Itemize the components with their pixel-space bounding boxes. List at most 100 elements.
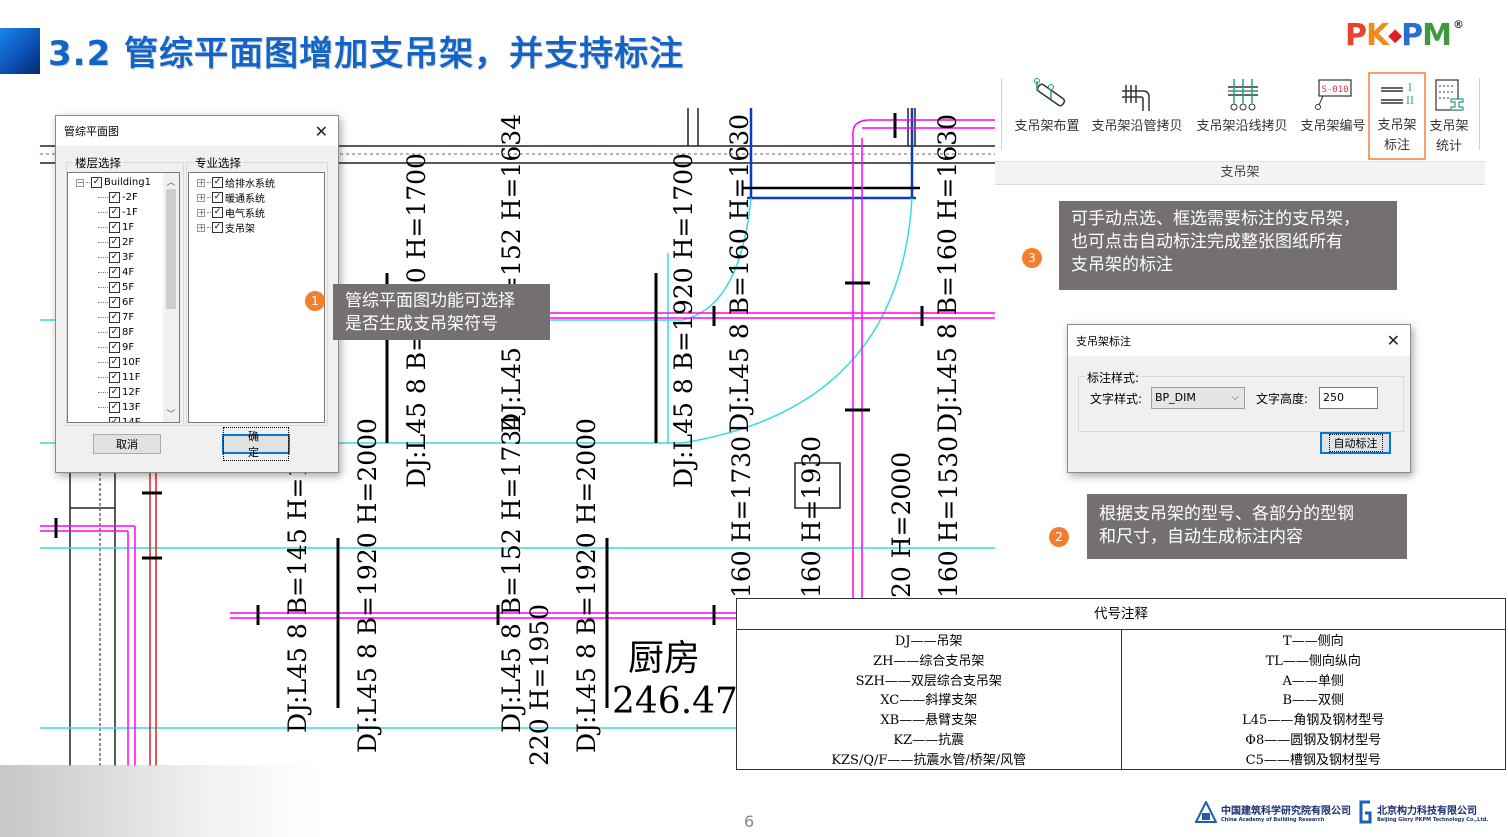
expand-icon[interactable]: + <box>197 207 205 217</box>
cad-annotation: 160 H=1530 <box>934 436 963 598</box>
callout-2: 根据支吊架的型号、各部分的型钢 和尺寸，自动生成标注内容 <box>1087 494 1407 559</box>
discipline-label: 给排水系统 <box>225 179 275 190</box>
tree-node-discipline[interactable]: +✓支吊架 <box>197 220 324 235</box>
ribbon-button-hanger-statistics[interactable]: 支吊架统计 <box>1425 75 1473 157</box>
floor-checkbox[interactable]: ✓ <box>109 417 120 422</box>
discipline-group-label: 专业选择 <box>193 155 243 171</box>
legend-entry: KZS/Q/F——抗震水管/桥架/风管 <box>831 752 1027 768</box>
tree-node-floor[interactable]: ✓3F <box>98 250 179 265</box>
floor-checkbox[interactable]: ✓ <box>109 207 120 218</box>
floor-checkbox[interactable]: ✓ <box>109 192 120 203</box>
callout-3: 可手动点选、框选需要标注的支吊架， 也可点击自动标注完成整张图纸所有 支吊架的标… <box>1059 201 1397 290</box>
floor-checkbox[interactable]: ✓ <box>109 222 120 233</box>
floor-checkbox[interactable]: ✓ <box>109 327 120 338</box>
ribbon-button-hanger-annotation[interactable]: I II 支吊架标注 <box>1368 72 1426 160</box>
close-icon[interactable]: ✕ <box>314 121 328 141</box>
floor-groupbox: 楼层选择 <box>66 155 184 426</box>
ribbon-button-hanger-number[interactable]: S-010 支吊架编号 <box>1297 75 1369 157</box>
floor-tree-scrollbar[interactable]: ︿ ﹀ <box>163 173 179 422</box>
floor-checkbox[interactable]: ✓ <box>109 387 120 398</box>
floor-checkbox[interactable]: ✓ <box>109 312 120 323</box>
plan-dialog-titlebar: 管综平面图 ✕ <box>56 116 338 146</box>
ribbon-button-copy-along-pipe[interactable]: 支吊架沿管拷贝 <box>1087 75 1187 157</box>
floor-checkbox[interactable]: ✓ <box>109 402 120 413</box>
discipline-checkbox[interactable]: ✓ <box>212 192 223 203</box>
annotation-style-groupbox: 标注样式: <box>1078 369 1404 432</box>
legend-entry: XC——斜撑支架 <box>880 693 978 709</box>
floor-checkbox[interactable]: ✓ <box>109 372 120 383</box>
building-checkbox[interactable]: ✓ <box>91 177 102 188</box>
tree-node-floor[interactable]: ✓14F <box>98 415 179 422</box>
tree-node-discipline[interactable]: + ✓给排水系统 <box>197 175 324 190</box>
copy-along-line-icon <box>1228 79 1258 111</box>
cad-annotation: DJ:L45 8 B=160 H=1630 <box>725 114 754 433</box>
plan-dialog-title: 管综平面图 <box>64 125 119 138</box>
floor-label: 5F <box>122 282 135 293</box>
legend-entry: Φ8——圆钢及钢材型号 <box>1245 732 1382 748</box>
tree-node-floor[interactable]: ✓7F <box>98 310 179 325</box>
floor-checkbox[interactable]: ✓ <box>109 297 120 308</box>
tree-node-floor[interactable]: ✓2F <box>98 235 179 250</box>
tree-node-floor[interactable]: ✓8F <box>98 325 179 340</box>
annotation-dialog-title: 支吊架标注 <box>1076 334 1131 348</box>
tree-node-floor[interactable]: ✓1F <box>98 220 179 235</box>
floor-checkbox[interactable]: ✓ <box>109 282 120 293</box>
scroll-up-icon[interactable]: ︿ <box>166 178 176 188</box>
room-area: 246.47 <box>612 681 738 722</box>
expand-icon[interactable]: + <box>197 222 205 232</box>
expand-icon[interactable]: + <box>197 192 205 202</box>
tree-node-floor[interactable]: ✓9F <box>98 340 179 355</box>
copy-along-pipe-icon <box>1122 85 1150 111</box>
pkpm-logo: PK◆PM® <box>1345 18 1464 53</box>
discipline-checkbox[interactable]: ✓ <box>212 177 223 188</box>
discipline-tree[interactable]: +✓给排水系统+✓暖通系统+✓电气系统+✓支吊架 <box>188 172 325 423</box>
auto-annotate-button[interactable]: 自动标注 <box>1320 432 1391 454</box>
tree-node-floor[interactable]: ✓-2F <box>98 190 179 205</box>
tree-node-floor[interactable]: ✓5F <box>98 280 179 295</box>
ok-button[interactable]: 确定 <box>222 427 290 461</box>
text-style-select[interactable]: BP_DIM ⌵ <box>1151 387 1245 409</box>
floor-checkbox[interactable]: ✓ <box>109 267 120 278</box>
close-icon[interactable]: ✕ <box>1386 331 1400 350</box>
legend-entry: XB——悬臂支架 <box>880 713 978 729</box>
discipline-checkbox[interactable]: ✓ <box>212 222 223 233</box>
cad-annotation: DJ:L45 8 B=160 H=1630 <box>933 114 962 433</box>
glory-pkpm-emblem-icon <box>1359 800 1372 824</box>
floor-tree[interactable]: −✓Building1 ✓-2F✓-1F✓1F✓2F✓3F✓4F✓5F✓6F✓7… <box>67 172 180 423</box>
legend-title: 代号注释 <box>737 599 1505 630</box>
floor-checkbox[interactable]: ✓ <box>109 252 120 263</box>
tree-node-building[interactable]: −✓Building1 <box>76 177 151 188</box>
scrollbar-thumb[interactable] <box>166 189 176 309</box>
tree-node-floor[interactable]: ✓-1F <box>98 205 179 220</box>
tree-node-floor[interactable]: ✓11F <box>98 370 179 385</box>
floor-label: 7F <box>122 312 135 323</box>
ribbon-button-copy-along-line[interactable]: 支吊架沿线拷贝 <box>1192 75 1292 157</box>
tree-node-floor[interactable]: ✓6F <box>98 295 179 310</box>
cancel-button[interactable]: 取消 <box>93 434 161 454</box>
ribbon-button-hanger-layout[interactable]: 支吊架布置 <box>1011 75 1083 157</box>
collapse-icon[interactable]: − <box>76 177 84 187</box>
discipline-checkbox[interactable]: ✓ <box>212 207 223 218</box>
legend-entry: L45——角钢及钢材型号 <box>1242 713 1385 729</box>
floor-checkbox[interactable]: ✓ <box>109 342 120 353</box>
scroll-down-icon[interactable]: ﹀ <box>166 410 176 420</box>
expand-icon[interactable]: + <box>197 177 205 187</box>
floor-checkbox[interactable]: ✓ <box>109 357 120 368</box>
tree-node-floor[interactable]: ✓10F <box>98 355 179 370</box>
tree-node-floor[interactable]: ✓13F <box>98 400 179 415</box>
tree-node-floor[interactable]: ✓12F <box>98 385 179 400</box>
text-height-input[interactable]: 250 <box>1319 387 1378 409</box>
cad-annotation: DJ:L45 8 B=1920 H=2000 <box>353 418 382 753</box>
tree-node-discipline[interactable]: +✓暖通系统 <box>197 190 324 205</box>
tree-node-floor[interactable]: ✓4F <box>98 265 179 280</box>
annotation-style-label: 标注样式: <box>1085 369 1142 386</box>
floor-checkbox[interactable]: ✓ <box>109 237 120 248</box>
hanger-ribbon: 支吊架布置 支吊架沿管拷贝 支吊架沿线拷贝 S-010 支吊架编号 I II <box>995 70 1485 188</box>
tree-node-discipline[interactable]: +✓电气系统 <box>197 205 324 220</box>
floor-label: 9F <box>122 342 135 353</box>
duct-blue <box>747 108 916 200</box>
